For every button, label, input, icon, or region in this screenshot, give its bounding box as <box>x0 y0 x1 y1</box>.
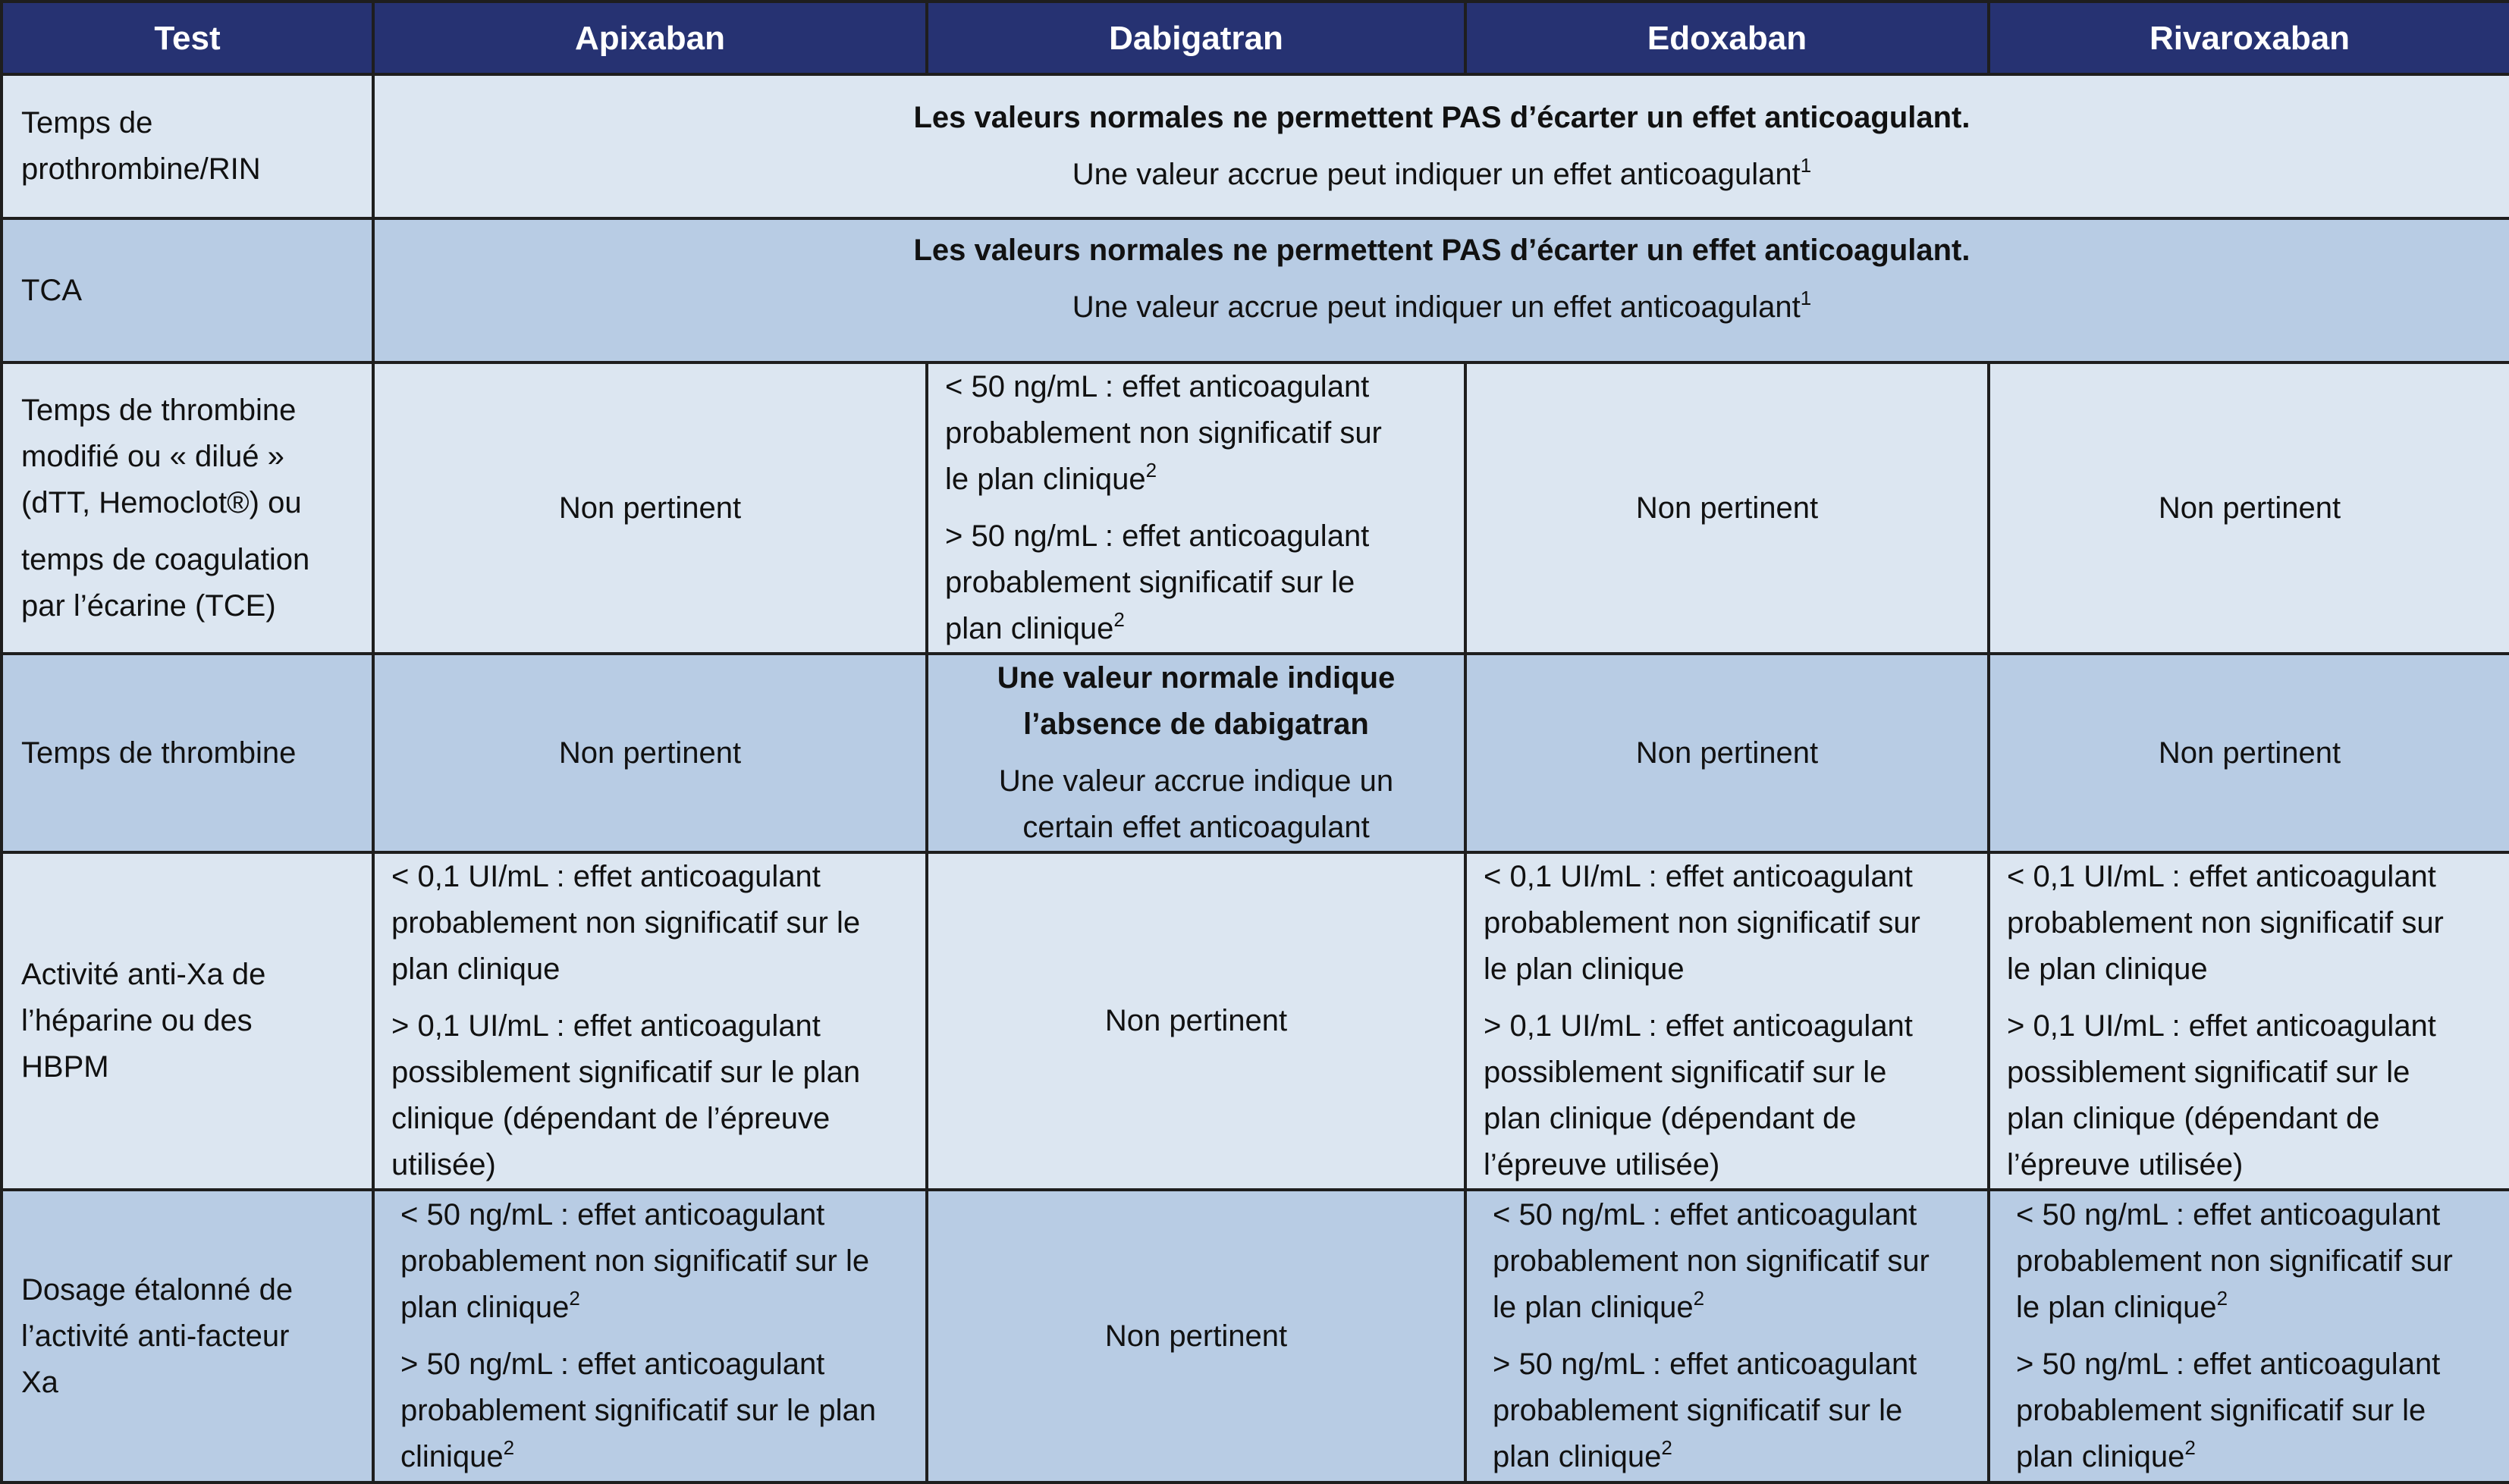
test-name-line: Temps de <box>21 106 153 140</box>
dabigatran-cell: < 50 ng/mL : effet anticoagulant probabl… <box>925 361 1467 655</box>
table-row: Dosage étalonné de l’activité anti-facte… <box>0 1188 2509 1484</box>
rivaroxaban-cell: < 0,1 UI/mL : effet anticoagulant probab… <box>1987 851 2509 1191</box>
test-name-cell: Activité anti-Xa de l’héparine ou des HB… <box>0 851 375 1191</box>
test-name-cell: TCA <box>0 217 375 364</box>
test-name-cell: Temps de thrombine <box>0 652 375 854</box>
table-row: Temps de thrombine Non pertinent Une val… <box>0 652 2509 854</box>
test-name-line: Temps de thrombine <box>21 393 297 427</box>
edoxaban-cell: < 0,1 UI/mL : effet anticoagulant probab… <box>1464 851 1990 1191</box>
merged-result-cell: Les valeurs normales ne permettent PAS d… <box>372 73 2509 220</box>
edoxaban-cell: < 50 ng/mL : effet anticoagulant probabl… <box>1464 1188 1990 1484</box>
rivaroxaban-cell: < 50 ng/mL : effet anticoagulant probabl… <box>1987 1188 2509 1484</box>
table-row: TCA Les valeurs normales ne permettent P… <box>0 217 2509 364</box>
table-row: Activité anti-Xa de l’héparine ou des HB… <box>0 851 2509 1191</box>
footnote-marker: 1 <box>1800 287 1812 309</box>
merged-bold-text: Les valeurs normales ne permettent PAS d… <box>913 234 1970 267</box>
dabigatran-cell: Non pertinent <box>925 851 1467 1191</box>
footnote-marker: 1 <box>1800 154 1812 177</box>
footnote-marker: 2 <box>2216 1287 2228 1310</box>
header-edoxaban: Edoxaban <box>1464 0 1990 76</box>
table-row: Temps de prothrombine/RIN Les valeurs no… <box>0 73 2509 220</box>
footnote-marker: 2 <box>1145 459 1157 482</box>
footnote-marker: 2 <box>1693 1287 1705 1310</box>
header-rivaroxaban: Rivaroxaban <box>1987 0 2509 76</box>
test-name-cell: Dosage étalonné de l’activité anti-facte… <box>0 1188 375 1484</box>
dabigatran-cell: Non pertinent <box>925 1188 1467 1484</box>
rivaroxaban-cell: Non pertinent <box>1987 361 2509 655</box>
test-name-line: HBPM <box>21 1050 109 1084</box>
merged-bold-text: Les valeurs normales ne permettent PAS d… <box>913 101 1970 134</box>
header-apixaban: Apixaban <box>372 0 928 76</box>
footnote-marker: 2 <box>569 1287 580 1310</box>
test-name-line: par l’écarine (TCE) <box>21 588 276 623</box>
apixaban-cell: < 50 ng/mL : effet anticoagulant probabl… <box>372 1188 928 1484</box>
test-name-cell: Temps de prothrombine/RIN <box>0 73 375 220</box>
test-name-line: (dTT, Hemoclot®) ou <box>21 485 302 519</box>
test-name-line: Temps de thrombine <box>21 736 297 770</box>
apixaban-cell: < 0,1 UI/mL : effet anticoagulant probab… <box>372 851 928 1191</box>
test-name-line: Xa <box>21 1365 58 1399</box>
footnote-marker: 2 <box>503 1436 515 1459</box>
test-name-line: Activité anti-Xa de <box>21 958 266 991</box>
test-name-line: temps de coagulation <box>21 542 310 576</box>
test-name-cell: Temps de thrombine modifié ou « dilué » … <box>0 361 375 655</box>
test-name-line: l’activité anti-facteur <box>21 1319 290 1353</box>
test-name-line: Dosage étalonné de <box>21 1272 294 1307</box>
test-name-line: prothrombine/RIN <box>21 152 261 186</box>
edoxaban-cell: Non pertinent <box>1464 652 1990 854</box>
apixaban-cell: Non pertinent <box>372 361 928 655</box>
merged-normal-text: Une valeur accrue peut indiquer un effet… <box>1072 290 1801 324</box>
table-row: Temps de thrombine modifié ou « dilué » … <box>0 361 2509 655</box>
header-dabigatran: Dabigatran <box>925 0 1467 76</box>
rivaroxaban-cell: Non pertinent <box>1987 652 2509 854</box>
footnote-marker: 2 <box>1113 608 1125 631</box>
footnote-marker: 2 <box>1661 1436 1672 1459</box>
footnote-marker: 2 <box>2184 1436 2196 1459</box>
test-name-line: l’héparine ou des <box>21 1004 253 1037</box>
apixaban-cell: Non pertinent <box>372 652 928 854</box>
merged-normal-text: Une valeur accrue peut indiquer un effet… <box>1072 158 1801 191</box>
test-name-line: modifié ou « dilué » <box>21 439 284 473</box>
test-name-line: TCA <box>21 273 82 307</box>
dabigatran-cell: Une valeur normale indique l’absence de … <box>925 652 1467 854</box>
merged-result-cell: Les valeurs normales ne permettent PAS d… <box>372 217 2509 364</box>
header-test: Test <box>0 0 375 76</box>
edoxaban-cell: Non pertinent <box>1464 361 1990 655</box>
